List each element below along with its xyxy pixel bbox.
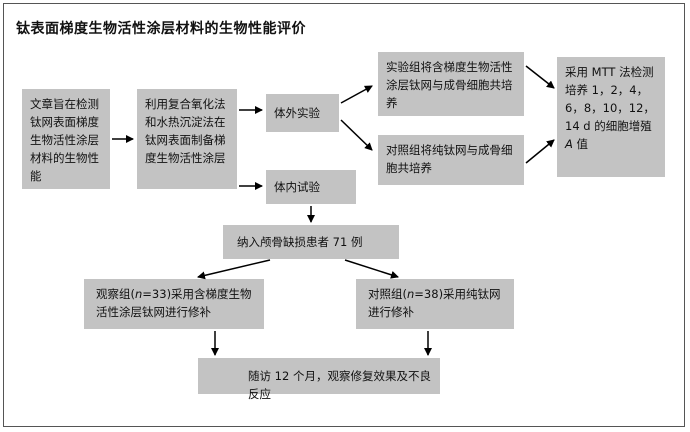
intro-box: 文章旨在检测钛网表面梯度生物活性涂层材料的生物性能 [22,89,110,189]
patients-text: 纳入颅骨缺损患者 71 例 [237,235,363,249]
method-text: 利用复合氧化法和水热沉淀法在钛网表面制备梯度生物活性涂层 [145,97,226,165]
control-group-text: 对照组将纯钛网与成骨细胞共培养 [386,143,513,175]
experiment-group-text: 实验组将含梯度生物活性涂层钛网与成骨细胞共培养 [386,60,513,110]
patients-box: 纳入颅骨缺损患者 71 例 [223,225,399,259]
arrow-experiment-to-mtt [525,65,555,89]
control-group-box: 对照组将纯钛网与成骨细胞共培养 [378,135,524,185]
mtt-text: 采用 MTT 法检测培养 1，2，4，6，8，10，12，14 d 的细胞增殖 [565,65,655,133]
arrow-patients-to-control-repair [344,259,399,279]
arrow-patients-to-observation [197,259,271,280]
arrow-control-to-mtt [525,139,555,164]
arrow-in-vitro-to-experiment [340,85,373,104]
control-repair-box: 对照组(n=38)采用纯钛网进行修补 [356,279,514,329]
mtt-box: 采用 MTT 法检测培养 1，2，4，6，8，10，12，14 d 的细胞增殖 A… [557,57,665,177]
in-vivo-box: 体内试验 [266,170,356,204]
diagram-title: 钛表面梯度生物活性涂层材料的生物性能评价 [16,21,306,37]
in-vivo-text: 体内试验 [274,180,320,194]
observation-n-symbol: n [135,287,143,301]
control-repair-text-suffix: =38)采用纯钛网进行修补 [368,287,501,319]
observation-group-box: 观察组(n=33)采用含梯度生物活性涂层钛网进行修补 [84,279,264,329]
in-vitro-box: 体外实验 [266,94,339,132]
arrow-in-vitro-to-control [340,119,373,151]
followup-text: 随访 12 个月，观察修复效果及不良反应 [248,369,431,401]
diagram-frame [3,3,685,427]
experiment-group-box: 实验组将含梯度生物活性涂层钛网与成骨细胞共培养 [378,52,524,116]
observation-group-text: 观察组( [96,287,135,301]
control-n-symbol: n [407,287,415,301]
intro-text: 文章旨在检测钛网表面梯度生物活性涂层材料的生物性能 [30,97,99,183]
in-vitro-text: 体外实验 [274,106,320,120]
followup-box: 随访 12 个月，观察修复效果及不良反应 [198,358,440,401]
control-repair-text: 对照组( [368,287,407,301]
mtt-value-symbol: A [565,137,573,151]
mtt-text-suffix: 值 [572,137,589,151]
method-box: 利用复合氧化法和水热沉淀法在钛网表面制备梯度生物活性涂层 [137,89,237,189]
observation-group-text-suffix: =33)采用含梯度生物活性涂层钛网进行修补 [96,287,252,319]
